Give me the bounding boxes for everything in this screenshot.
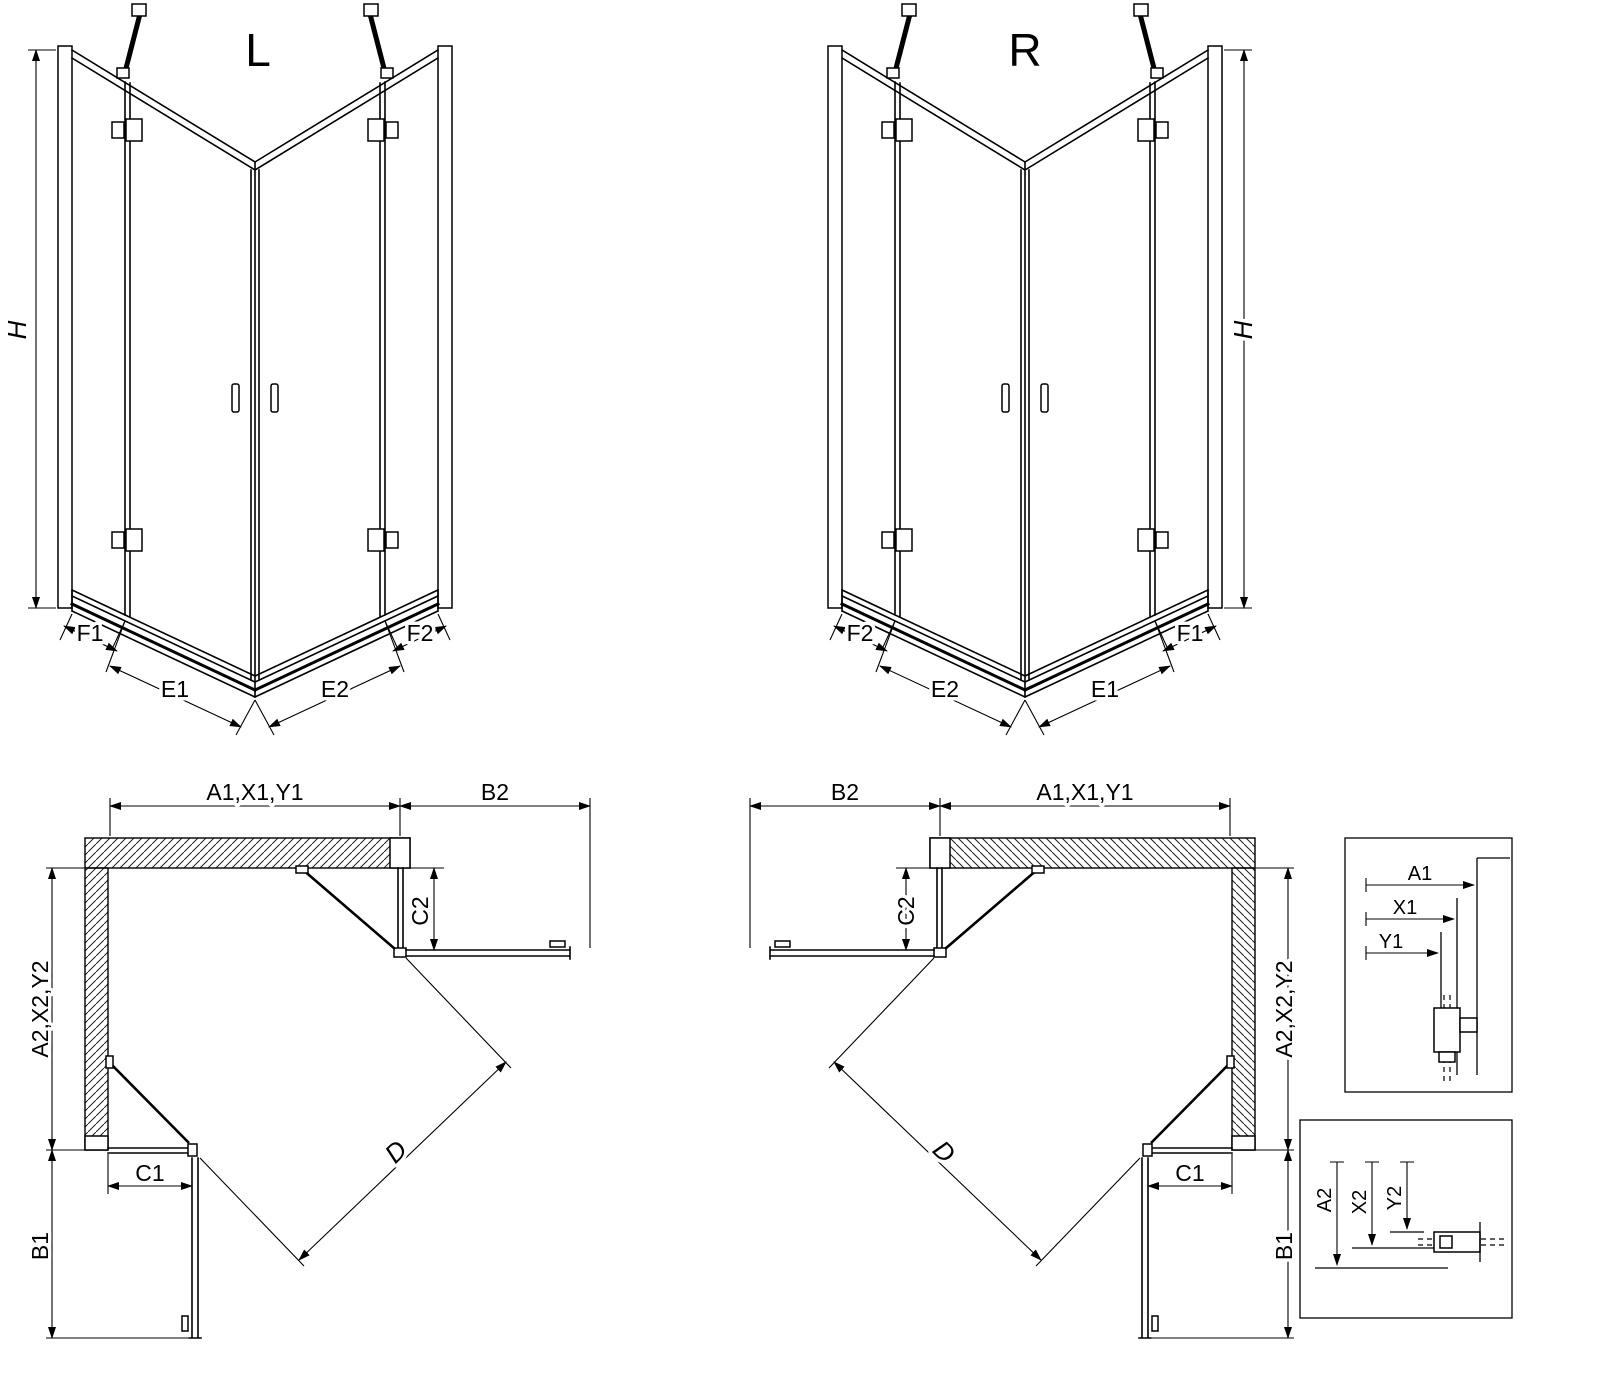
detail-label-a2: A2	[1314, 1188, 1336, 1212]
dim-label-c2-planright: C2	[893, 896, 919, 925]
dim-label-f1-left: F1	[77, 620, 104, 646]
dim-label-h-left: H	[2, 320, 32, 339]
dim-label-a2x2y2-planleft: A2,X2,Y2	[27, 960, 53, 1057]
dim-label-d-planright: D	[927, 1134, 961, 1169]
dim-label-h-right: H	[1228, 320, 1258, 339]
perspective-left-view: L H F1 E1 E2 F2	[0, 4, 452, 735]
dim-label-b2-planleft: B2	[481, 779, 509, 805]
detail-width-reference: A1 X1 Y1	[1344, 837, 1513, 1093]
dim-label-f1-right: F1	[1177, 620, 1204, 646]
dim-label-c2-planleft: C2	[407, 896, 433, 925]
dim-label-e2-left: E2	[321, 676, 349, 702]
dim-label-a1x1y1-planleft: A1,X1,Y1	[206, 779, 303, 805]
dim-label-b1-planright: B1	[1271, 1232, 1297, 1260]
detail-label-y1: Y1	[1379, 931, 1403, 953]
dim-label-e1-right: E1	[1091, 676, 1119, 702]
dim-label-e2-right: E2	[931, 676, 959, 702]
plan-left-drawing	[46, 798, 590, 1338]
plan-left-view: A1,X1,Y1 B2 C2 A2,X2,Y2 C1 B1 D	[24, 776, 590, 1338]
detail-label-x2: X2	[1349, 1190, 1371, 1214]
dim-label-b2-planright: B2	[831, 779, 859, 805]
plan-right-drawing	[750, 798, 1294, 1338]
dim-label-a2x2y2-planright: A2,X2,Y2	[1271, 960, 1297, 1057]
perspective-right-view: R H F2 E2 E1 F1	[828, 4, 1262, 735]
plan-right-view: A1,X1,Y1 B2 C2 A2,X2,Y2 C1 B1 D	[750, 776, 1301, 1338]
dim-label-f2-right: F2	[847, 620, 874, 646]
dim-label-b1-planleft: B1	[27, 1232, 53, 1260]
detail-label-x1: X1	[1393, 897, 1417, 919]
dim-label-c1-planleft: C1	[135, 1160, 164, 1186]
dim-label-f2-left: F2	[407, 620, 434, 646]
detail-label-a1: A1	[1408, 863, 1432, 885]
variant-label-right: R	[1008, 24, 1041, 76]
detail-depth-reference: A2 X2 Y2	[1299, 1119, 1513, 1319]
dim-label-c1-planright: C1	[1175, 1160, 1204, 1186]
variant-label-left: L	[245, 24, 271, 76]
dim-label-a1x1y1-planright: A1,X1,Y1	[1036, 779, 1133, 805]
detail-label-y2: Y2	[1384, 1186, 1406, 1210]
dim-label-e1-left: E1	[161, 676, 189, 702]
dim-label-d-planleft: D	[379, 1134, 413, 1169]
